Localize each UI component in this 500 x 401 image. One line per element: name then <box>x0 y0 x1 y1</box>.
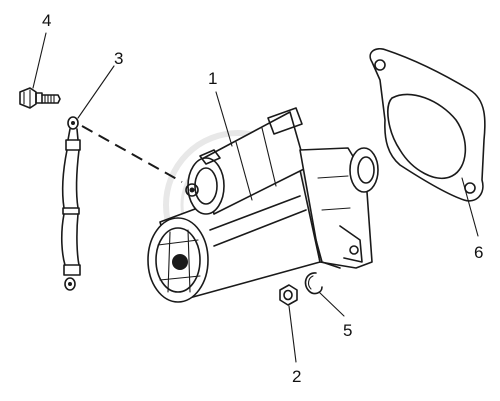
bolt <box>19 87 61 109</box>
callout-1: 1 <box>208 69 217 88</box>
lock-washer <box>304 272 323 295</box>
callout-5: 5 <box>343 321 352 340</box>
callout-3: 3 <box>114 49 123 68</box>
leader-line-5 <box>318 291 345 317</box>
connection-dash-line <box>81 125 183 183</box>
starter-motor <box>147 107 379 303</box>
callout-2: 2 <box>292 367 301 386</box>
callout-6: 6 <box>474 243 483 262</box>
nut <box>279 284 298 306</box>
leader-lines <box>32 32 479 363</box>
leader-line-3 <box>77 65 115 119</box>
callout-4: 4 <box>42 11 51 30</box>
leader-line-2 <box>288 305 297 363</box>
leader-line-1 <box>215 91 233 147</box>
gasket <box>369 47 486 202</box>
battery-cable <box>60 116 81 291</box>
leader-line-4 <box>32 32 47 89</box>
leader-line-6 <box>461 177 479 237</box>
